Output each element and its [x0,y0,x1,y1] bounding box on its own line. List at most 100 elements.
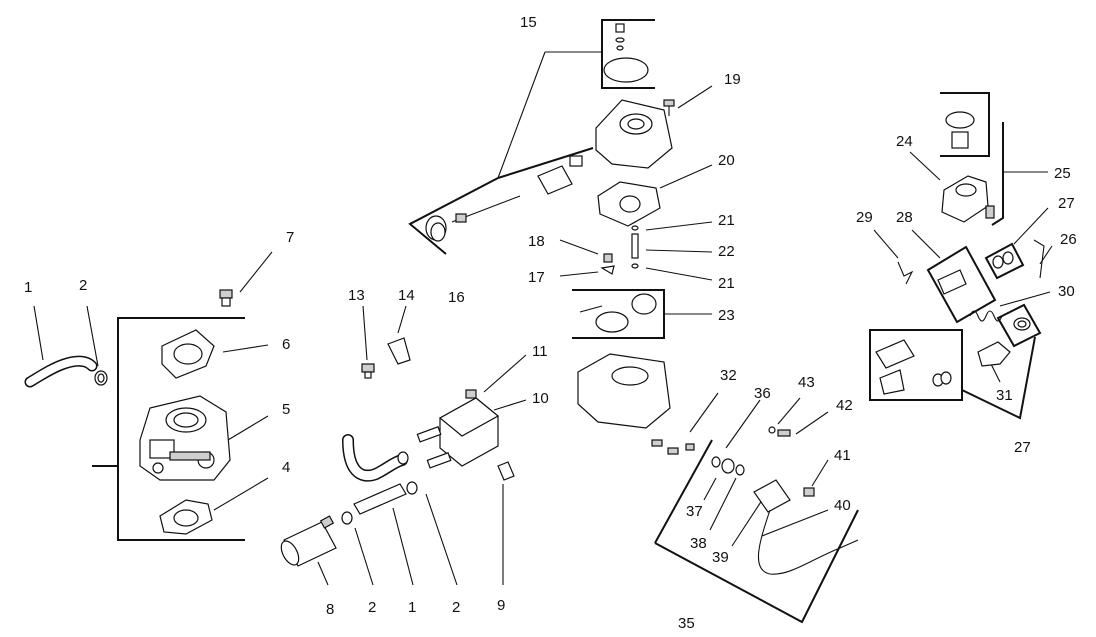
screw-19 [663,99,675,116]
bracket-group-15 [408,19,655,255]
callout-40: 40 [834,497,851,514]
bracket-group-28 [926,245,997,324]
callout-8: 8 [326,601,334,618]
callout-2: 2 [79,277,87,294]
callout-17: 17 [528,269,545,286]
callout-27: 27 [1058,195,1075,212]
callout-13: 13 [348,287,365,304]
bracket-group-27-top [984,242,1025,280]
washer-27-top [992,251,1014,269]
callout-19: 19 [724,71,741,88]
callout-10: 10 [532,390,549,407]
diaphragm-25 [945,111,975,149]
plate-31 [977,341,1011,367]
callout-24: 24 [896,133,913,150]
callout-labels: 1 2 7 6 5 4 13 14 8 2 1 2 9 11 10 15 16 … [24,14,1077,632]
fuel-filter [280,515,337,567]
bracket-14 [387,337,411,365]
callout-31: 31 [996,387,1013,404]
clip-17 [600,265,615,275]
washer-36 [711,456,721,468]
callout-11: 11 [532,343,548,360]
o-ring-21 [631,225,639,269]
hose-clamp-8 [341,511,353,525]
leader-lines [33,85,1053,586]
screw-41 [803,487,815,497]
callout-28: 28 [896,209,913,226]
bushing-37 [721,458,735,474]
screw-42 [768,426,791,437]
rod-26 [1033,239,1045,279]
callout-38: 38 [690,535,707,552]
float-assembly [579,293,657,333]
callout-9: 9 [497,597,505,614]
gasket-bottom [159,499,213,535]
carburetor-assembly [139,395,231,481]
callout-41: 41 [834,447,851,464]
lever-28 [937,269,967,295]
bracket-group-23 [572,289,712,339]
bracket-group-27-bottom [869,303,1042,420]
screw-32 [651,439,695,455]
callout-14: 14 [398,287,415,304]
spring-30 [969,310,1003,322]
hose-clamp-pair [397,451,418,495]
diaphragm-cover [603,23,649,83]
cover-24 [941,175,989,223]
gasket-20 [597,181,661,227]
gasket-top [161,329,215,379]
callout-25: 25 [1054,165,1071,182]
callout-6: 6 [282,336,290,353]
callout-26: 26 [1060,231,1077,248]
callout-36: 36 [754,385,771,402]
callout-2b: 2 [368,599,376,616]
callout-22: 22 [718,243,735,260]
nut-27 [1013,317,1031,331]
link-29 [897,261,914,285]
fuel-hose-straight [353,483,407,515]
callout-32: 32 [720,367,737,384]
callout-42: 42 [836,397,853,414]
washer-38 [735,464,745,476]
callout-20: 20 [718,152,735,169]
fuel-pump [416,397,500,469]
callout-29: 29 [856,209,873,226]
plug-screw [219,289,233,307]
callout-16: 16 [448,289,465,306]
pin-22 [631,233,639,259]
callout-39: 39 [712,549,729,566]
bracket-group-left [92,317,245,541]
hose-clamp-left [94,370,108,386]
callout-4: 4 [282,459,290,476]
callout-43: 43 [798,374,815,391]
screw-11 [465,389,477,399]
bracket-group-25 [940,92,1048,226]
bushing-27 [875,339,952,395]
throttle-shaft [451,155,583,223]
screw-13 [361,363,375,379]
callout-27b: 27 [1014,439,1031,456]
fuel-solenoid [753,479,859,575]
callout-35: 35 [678,615,695,632]
carburetor-lower-body [577,353,671,429]
callout-30: 30 [1058,283,1075,300]
callout-5: 5 [282,401,290,418]
bracket-group-35 [654,439,859,624]
cap-16 [425,215,447,242]
callout-37: 37 [686,503,703,520]
fuel-hose-elbow [24,355,98,388]
callout-23: 23 [718,307,735,324]
fuel-hose-bent [342,434,408,482]
callout-2c: 2 [452,599,460,616]
callout-1b: 1 [408,599,416,616]
callout-15: 15 [520,14,537,31]
carburetor-upper-body [595,99,673,169]
callout-21b: 21 [718,275,735,292]
fitting-9 [497,461,515,481]
callout-21: 21 [718,212,735,229]
callout-1: 1 [24,279,32,296]
callout-18: 18 [528,233,545,250]
callout-7: 7 [286,229,294,246]
screw-18 [603,253,613,263]
